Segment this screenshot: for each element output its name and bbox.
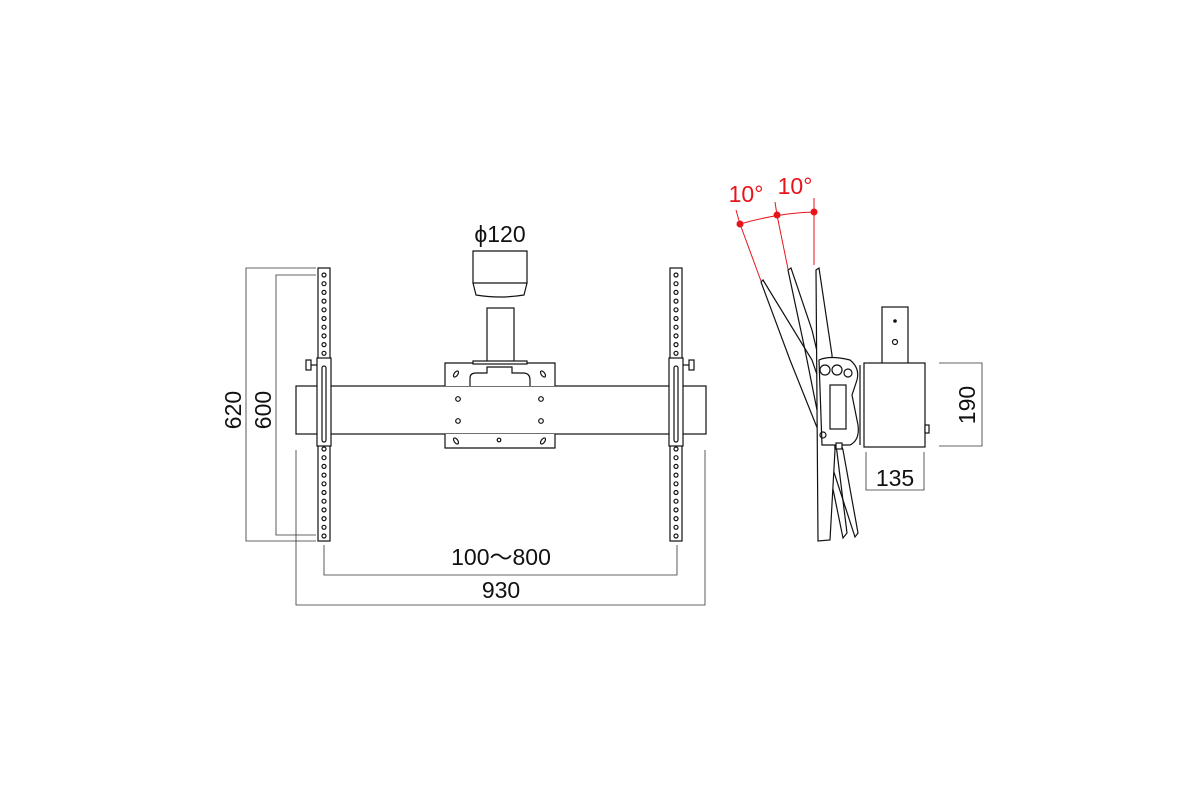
rail-hole [321, 446, 327, 452]
clamp-box [863, 362, 926, 448]
dimension-620 [245, 267, 316, 542]
rail-hole [673, 481, 679, 487]
rail-hole [673, 342, 679, 348]
rail-hole [321, 307, 327, 313]
plate-hole [538, 418, 544, 424]
rail-hole [673, 307, 679, 313]
rail-hole [673, 324, 679, 330]
beam [295, 385, 707, 435]
front-view: 620 600 100〜800 930 ϕ120 [220, 221, 707, 606]
plate-hole [455, 396, 461, 402]
side-view: 10° 10° 190 135 [729, 173, 983, 542]
rail-hole [673, 350, 679, 356]
dimension-190 [939, 362, 983, 447]
rail-hole [673, 455, 679, 461]
rail-hole [321, 272, 327, 278]
right-rail [668, 267, 695, 542]
rail-hole [321, 289, 327, 295]
rail-hole [673, 446, 679, 452]
knob-icon [688, 359, 695, 371]
tilt-indicator: 10° 10° [729, 173, 818, 282]
pole-hole [891, 338, 899, 346]
knob-icon [305, 359, 312, 371]
rail-hole [673, 507, 679, 513]
side-pole [881, 306, 909, 365]
rail-hole [321, 342, 327, 348]
rail-hole [321, 481, 327, 487]
plate-hole [496, 437, 502, 443]
pole-cap [472, 250, 528, 298]
rail-hole [321, 498, 327, 504]
rail-hole [673, 463, 679, 469]
rail-hole [673, 533, 679, 539]
dimension-135 [865, 452, 925, 491]
rail-hole [321, 463, 327, 469]
height-inner-label: 600 [250, 391, 276, 429]
rail-hole [321, 350, 327, 356]
rail-hole [321, 333, 327, 339]
left-rail [305, 267, 332, 542]
plate-slot [452, 370, 460, 378]
rail-spacing-label: 100〜800 [451, 544, 551, 570]
tilt-bracket [818, 356, 859, 450]
pole-diameter-label: ϕ120 [474, 221, 525, 247]
rail-hole [673, 489, 679, 496]
dimension-930 [295, 450, 706, 606]
tilt-point [773, 211, 781, 219]
side-depth-label: 135 [876, 465, 914, 491]
rail-hole [321, 472, 327, 478]
rail-hole [673, 315, 679, 322]
plate-hole [538, 396, 544, 402]
plate-hole [455, 418, 461, 424]
plate-slot [452, 437, 460, 445]
rail-hole [673, 515, 679, 522]
side-height-label: 190 [954, 386, 980, 424]
dimension-100-800 [323, 545, 678, 576]
pole [486, 307, 515, 365]
rail-hole [321, 489, 327, 496]
rail-hole [321, 281, 327, 287]
width-label: 930 [482, 577, 520, 603]
plate-slot [539, 437, 547, 445]
tilt-point [810, 208, 818, 216]
rail-hole [321, 524, 327, 530]
rail-hole [321, 515, 327, 522]
rail-hole [321, 507, 327, 513]
rail-hole [673, 281, 679, 287]
tilt-point [736, 220, 744, 228]
mount-plate [444, 360, 556, 449]
pole-hole [893, 319, 897, 323]
plate-slot [539, 370, 547, 378]
tilt-label-2: 10° [778, 173, 813, 199]
rail-hole [673, 498, 679, 504]
rail-hole [673, 298, 679, 304]
rail-hole [673, 333, 679, 339]
tilt-label-1: 10° [729, 181, 764, 207]
rail-hole [673, 524, 679, 530]
rail-hole [321, 455, 327, 461]
rail-hole [673, 472, 679, 478]
rail-hole [673, 272, 679, 278]
height-outer-label: 620 [220, 391, 246, 429]
rail-hole [321, 315, 327, 322]
rail-hole [321, 533, 327, 539]
rail-hole [673, 289, 679, 295]
rail-hole [321, 298, 327, 304]
rail-hole [321, 324, 327, 330]
